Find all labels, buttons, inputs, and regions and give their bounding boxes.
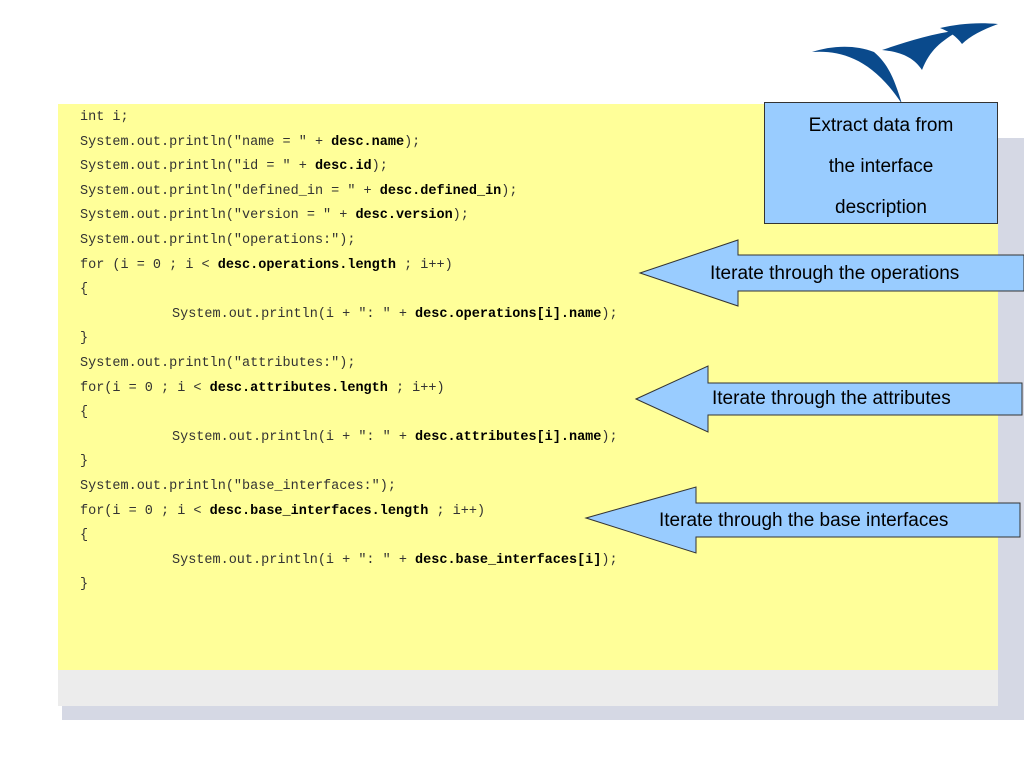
code-line: System.out.println(i + ": " + desc.opera… — [80, 303, 618, 328]
code-expression: desc.base_interfaces.length — [209, 503, 429, 519]
code-text: ); — [371, 159, 388, 175]
code-text: System.out.println("name = " + — [80, 134, 332, 150]
code-line: for(i = 0 ; i < desc.attributes.length ;… — [80, 377, 618, 402]
code-line: System.out.println("base_interfaces:"); — [80, 475, 618, 500]
code-line: System.out.println(i + ": " + desc.base_… — [80, 549, 618, 574]
code-line: } — [80, 327, 618, 352]
code-line: { — [80, 278, 618, 303]
panel-footer-strip — [58, 670, 998, 706]
code-text: } — [80, 331, 89, 347]
code-line: System.out.println("defined_in = " + des… — [80, 180, 618, 205]
code-text: System.out.println(i + ": " + — [172, 429, 416, 445]
code-line: for(i = 0 ; i < desc.base_interfaces.len… — [80, 500, 618, 525]
code-line: { — [80, 401, 618, 426]
code-text: for(i = 0 ; i < — [80, 503, 210, 519]
code-text: } — [80, 577, 89, 593]
code-text: { — [80, 528, 89, 544]
code-text: ); — [601, 429, 618, 445]
code-text: ); — [601, 306, 618, 322]
code-expression: desc.operations[i].name — [415, 306, 602, 322]
code-text: System.out.println("version = " + — [80, 208, 356, 224]
callout-attributes-label: Iterate through the attributes — [712, 388, 951, 409]
code-text: ; i++) — [428, 503, 486, 519]
note-line: Extract data from — [808, 115, 954, 136]
code-line: { — [80, 524, 618, 549]
code-text: } — [80, 454, 89, 470]
code-line: int i; — [80, 106, 618, 131]
code-text: ); — [404, 134, 421, 150]
code-line: } — [80, 450, 618, 475]
callout-base-interfaces-label: Iterate through the base interfaces — [659, 510, 949, 531]
callout-operations-arrow — [638, 239, 1024, 307]
code-block: int i; System.out.println("name = " + des… — [80, 106, 618, 598]
code-line: System.out.println("id = " + desc.id); — [80, 155, 618, 180]
code-text: ; i++) — [395, 257, 453, 273]
code-text: ); — [452, 208, 469, 224]
code-text: System.out.println("defined_in = " + — [80, 183, 380, 199]
code-text: for(i = 0 ; i < — [80, 380, 210, 396]
code-text: ); — [601, 552, 618, 568]
code-text: System.out.println(i + ": " + — [172, 306, 416, 322]
code-text: System.out.println("attributes:"); — [80, 355, 356, 371]
code-text: System.out.println("operations:"); — [80, 232, 356, 248]
code-line: for (i = 0 ; i < desc.operations.length … — [80, 254, 618, 279]
code-expression: desc.base_interfaces[i] — [415, 552, 602, 568]
note-box: Extract data from the interface descript… — [764, 102, 998, 224]
code-expression: desc.name — [331, 134, 405, 150]
note-line: the interface — [828, 156, 934, 177]
callout-base-interfaces-arrow — [584, 486, 1021, 554]
code-expression: desc.operations.length — [217, 257, 396, 273]
code-line: System.out.println("name = " + desc.name… — [80, 131, 618, 156]
code-text: System.out.println("id = " + — [80, 159, 315, 175]
code-expression: desc.id — [314, 159, 372, 175]
code-expression: desc.version — [355, 208, 453, 224]
code-expression: desc.defined_in — [379, 183, 502, 199]
code-text: System.out.println(i + ": " + — [172, 552, 416, 568]
code-line: System.out.println(i + ": " + desc.attri… — [80, 426, 618, 451]
code-text: { — [80, 405, 89, 421]
code-text: int i; — [80, 110, 129, 125]
note-line: description — [835, 197, 927, 218]
swoosh-logo-icon — [812, 23, 998, 104]
code-text: for (i = 0 ; i < — [80, 257, 218, 273]
code-text: ; i++) — [387, 380, 445, 396]
code-text: ); — [501, 183, 518, 199]
callout-operations-label: Iterate through the operations — [710, 263, 960, 284]
code-line: System.out.println("version = " + desc.v… — [80, 204, 618, 229]
code-expression: desc.attributes.length — [209, 380, 388, 396]
code-text: System.out.println("base_interfaces:"); — [80, 478, 396, 494]
code-text: { — [80, 282, 89, 298]
code-line: System.out.println("attributes:"); — [80, 352, 618, 377]
code-line: System.out.println("operations:"); — [80, 229, 618, 254]
code-line: } — [80, 573, 618, 598]
code-expression: desc.attributes[i].name — [415, 429, 602, 445]
callout-attributes-arrow — [634, 365, 1023, 433]
